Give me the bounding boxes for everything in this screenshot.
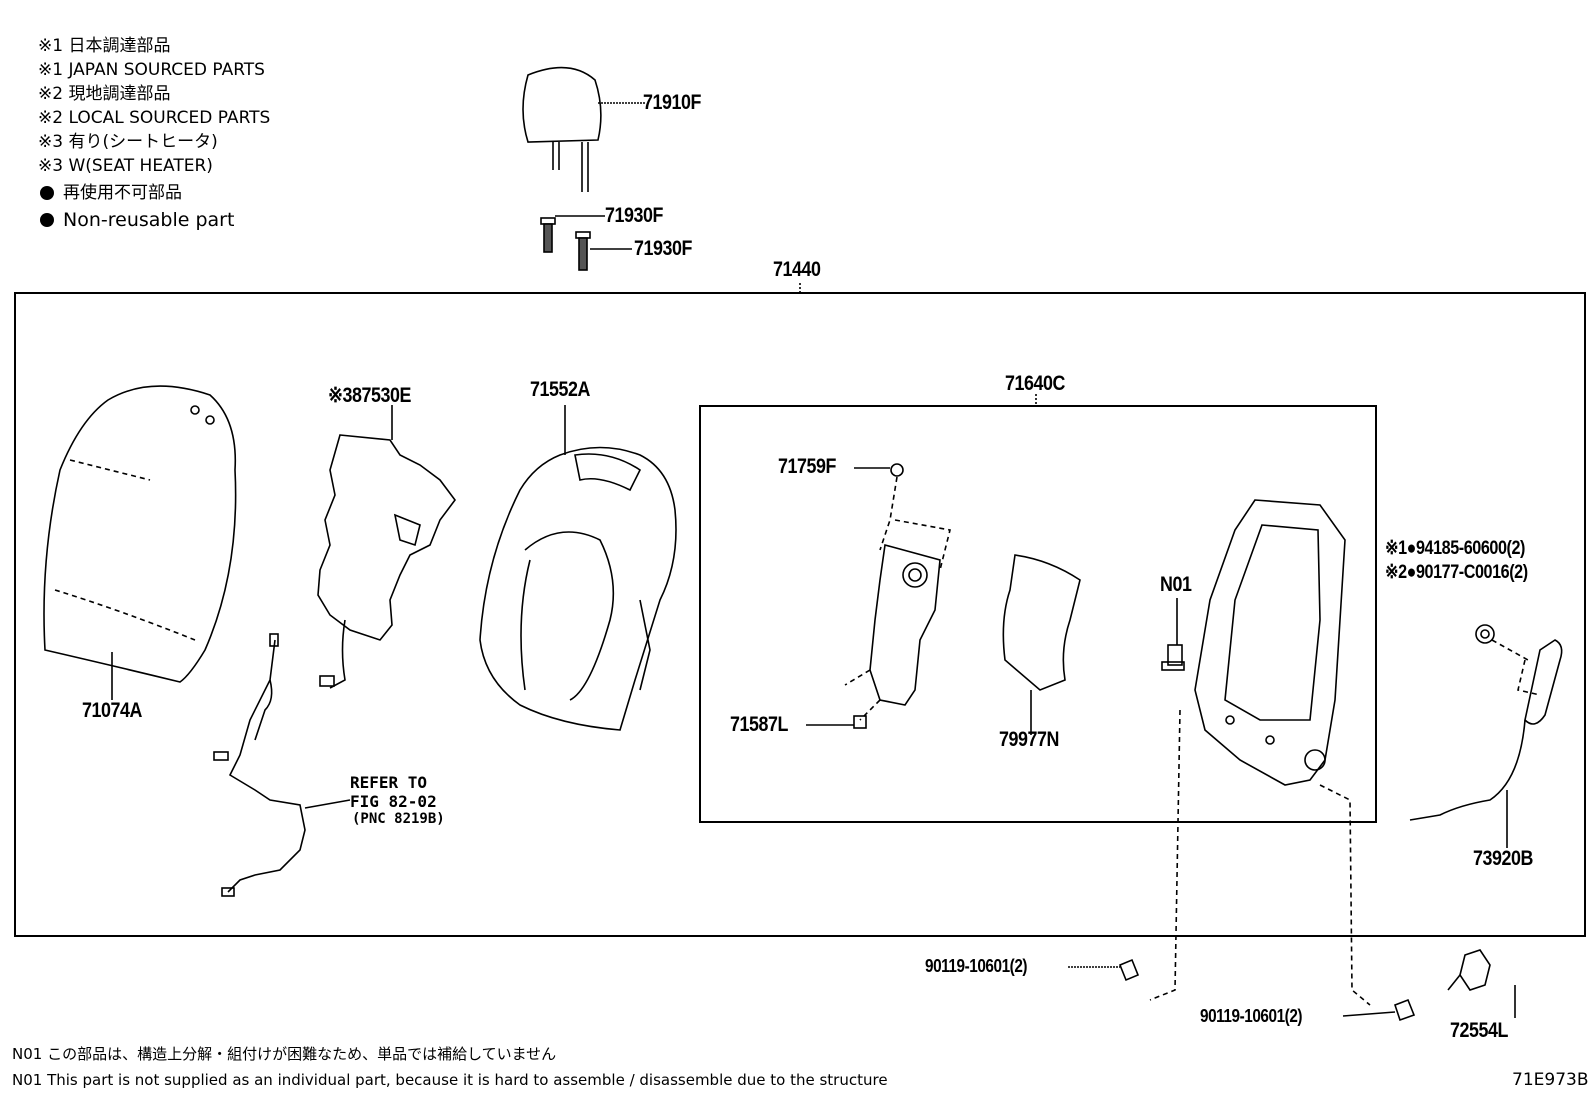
part-N01[interactable]: N01 — [1160, 573, 1192, 596]
part-90177-C0016[interactable]: ※2●90177-C0016(2) — [1385, 562, 1528, 583]
legend-nonreusable-jp: 再使用不可部品 — [63, 183, 182, 203]
refer-to-label: REFER TO — [350, 773, 428, 792]
part-71587L[interactable]: 71587L — [730, 713, 788, 736]
part-73920B[interactable]: 73920B — [1473, 847, 1533, 870]
cover-part-72554L-drawing — [1447, 949, 1516, 1018]
part-90119-10601-b[interactable]: 90119-10601(2) — [1200, 1006, 1303, 1026]
bullet-icon — [40, 213, 54, 227]
part-72554L[interactable]: 72554L — [1450, 1019, 1508, 1042]
side-airbag-drawing — [1409, 624, 1563, 848]
bullet-icon — [40, 186, 54, 200]
bolt-drawing — [1068, 958, 1416, 1022]
part-71440[interactable]: 71440 — [773, 258, 821, 281]
part-71930F-a[interactable]: 71930F — [605, 204, 663, 227]
legend-local-en: ※2 LOCAL SOURCED PARTS — [38, 108, 271, 128]
wire-harness-drawing — [213, 633, 351, 897]
legend-japan-jp: ※1 日本調達部品 — [38, 36, 171, 56]
sensor-n01-drawing — [1161, 598, 1185, 671]
lumbar-pad-drawing — [1002, 554, 1081, 735]
part-71759F[interactable]: 71759F — [778, 455, 836, 478]
note-en: N01 This part is not supplied as an indi… — [12, 1071, 888, 1089]
legend-japan-en: ※1 JAPAN SOURCED PARTS — [38, 60, 265, 80]
headrest-drawing — [522, 66, 645, 192]
part-94185-60600[interactable]: ※1●94185-60600(2) — [1385, 538, 1525, 559]
part-71074A[interactable]: 71074A — [82, 699, 142, 722]
seatback-frame-drawing — [1149, 499, 1371, 1006]
part-71640C[interactable]: 71640C — [1005, 372, 1065, 395]
legend-heater-jp: ※3 有り(シートヒータ) — [38, 132, 218, 152]
seatback-pad-drawing — [479, 405, 677, 731]
seatback-cover-drawing — [43, 385, 237, 700]
part-71930F-b[interactable]: 71930F — [634, 237, 692, 260]
headrest-guide-drawing — [540, 215, 632, 271]
recliner-adjuster-drawing — [806, 463, 951, 729]
refer-fig-link[interactable]: FIG 82-02 — [350, 792, 437, 811]
legend-heater-en: ※3 W(SEAT HEATER) — [38, 156, 213, 176]
note-jp: N01 この部品は、構造上分解・組付けが困難なため、単品では補給していません — [12, 1045, 557, 1063]
assembly-frame-71440 — [14, 292, 1586, 937]
part-71552A[interactable]: 71552A — [530, 378, 590, 401]
seat-heater-drawing — [317, 405, 456, 689]
part-71910F[interactable]: 71910F — [643, 91, 701, 114]
part-90119-10601-a[interactable]: 90119-10601(2) — [925, 956, 1028, 976]
refer-pnc-label: (PNC 8219B) — [352, 811, 445, 827]
legend-nonreusable-en: Non-reusable part — [63, 209, 235, 231]
part-79977N[interactable]: 79977N — [999, 728, 1059, 751]
figure-id: 71E973B — [1512, 1070, 1589, 1090]
assembly-frame-71640C — [699, 405, 1377, 823]
part-87530E[interactable]: ※387530E — [328, 384, 412, 407]
legend-local-jp: ※2 現地調達部品 — [38, 84, 171, 104]
